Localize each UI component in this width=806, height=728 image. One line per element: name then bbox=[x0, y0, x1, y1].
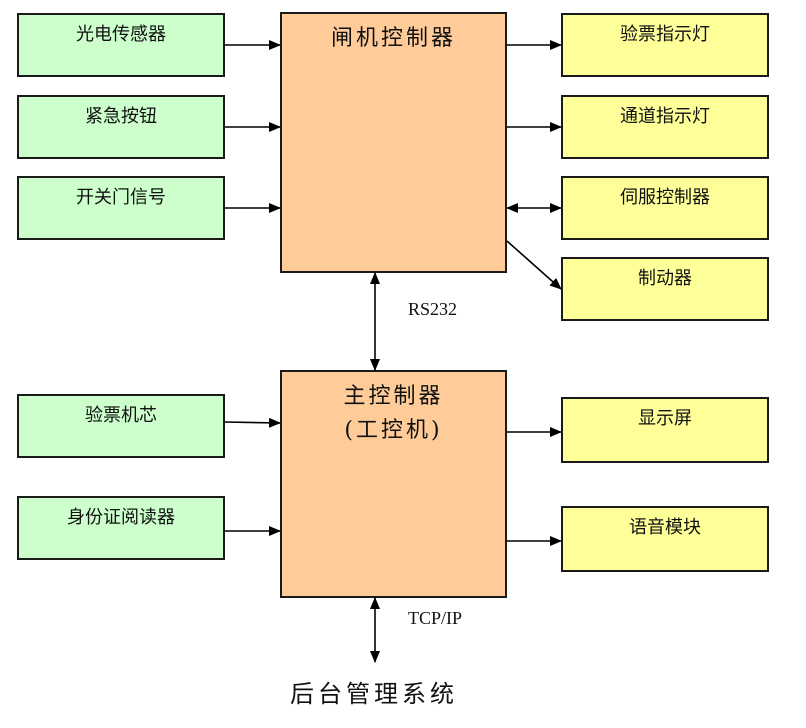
passage-indicator-box: 通道指示灯 bbox=[561, 95, 769, 159]
main-controller-sublabel: (工控机) bbox=[344, 418, 443, 443]
passage-indicator-label: 通道指示灯 bbox=[620, 106, 710, 127]
backend-system-label: 后台管理系统 bbox=[290, 680, 458, 708]
ticket-reader-core-label: 验票机芯 bbox=[85, 405, 157, 426]
id-card-reader-box: 身份证阅读器 bbox=[17, 496, 225, 560]
emergency-button-label: 紧急按钮 bbox=[85, 106, 157, 127]
servo-controller-label: 伺服控制器 bbox=[620, 187, 710, 208]
gate-controller-label: 闸机控制器 bbox=[330, 26, 456, 51]
brake-box: 制动器 bbox=[561, 257, 769, 321]
rs232-label: RS232 bbox=[408, 299, 458, 319]
display-screen-box: 显示屏 bbox=[561, 397, 769, 463]
main-controller-box: 主控制器 (工控机) bbox=[280, 370, 507, 598]
gate-controller-box: 闸机控制器 bbox=[280, 12, 507, 273]
photoelectric-sensor-box: 光电传感器 bbox=[17, 13, 225, 77]
ticket-reader-core-box: 验票机芯 bbox=[17, 394, 225, 458]
ticket-indicator-label: 验票指示灯 bbox=[620, 24, 710, 45]
door-signal-box: 开关门信号 bbox=[17, 176, 225, 240]
arrow-gate-to-brake bbox=[506, 240, 562, 290]
ticket-indicator-box: 验票指示灯 bbox=[561, 13, 769, 77]
photoelectric-sensor-label: 光电传感器 bbox=[76, 24, 166, 45]
voice-module-box: 语音模块 bbox=[561, 506, 769, 572]
servo-controller-box: 伺服控制器 bbox=[561, 176, 769, 240]
brake-label: 制动器 bbox=[638, 268, 692, 289]
arrow-ticket-core-to-main bbox=[224, 417, 281, 428]
id-card-reader-label: 身份证阅读器 bbox=[67, 507, 175, 528]
display-screen-label: 显示屏 bbox=[638, 408, 692, 429]
emergency-button-box: 紧急按钮 bbox=[17, 95, 225, 159]
tcpip-label: TCP/IP bbox=[408, 608, 463, 628]
voice-module-label: 语音模块 bbox=[629, 517, 701, 538]
main-controller-label: 主控制器 bbox=[343, 384, 444, 409]
door-signal-label: 开关门信号 bbox=[76, 187, 166, 208]
